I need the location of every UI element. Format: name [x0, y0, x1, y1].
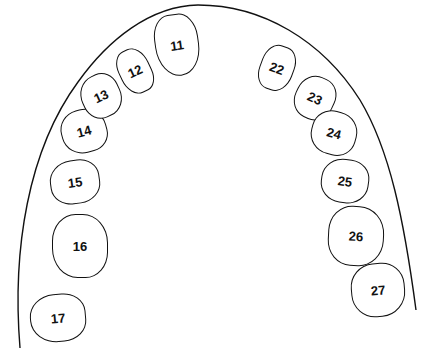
tooth-number: 22	[268, 59, 286, 76]
tooth-outline: 26	[326, 205, 385, 268]
tooth-outline: 22	[253, 41, 301, 96]
tooth-number: 27	[370, 283, 386, 297]
tooth-outline: 15	[47, 157, 103, 208]
tooth-number: 12	[126, 62, 145, 80]
tooth-number: 11	[169, 38, 184, 53]
tooth-outline: 17	[28, 292, 88, 345]
tooth-outline: 25	[318, 156, 372, 206]
tooth-number: 26	[348, 229, 363, 243]
tooth-number: 24	[325, 125, 342, 141]
tooth-outline: 16	[52, 214, 108, 278]
tooth-outline: 11	[151, 11, 203, 79]
tooth-number: 17	[50, 311, 66, 325]
tooth-number: 15	[67, 175, 83, 190]
tooth-number: 13	[92, 87, 111, 105]
arch-line	[18, 5, 416, 348]
tooth-outline: 27	[349, 261, 408, 320]
tooth-number: 16	[73, 240, 87, 253]
tooth-number: 14	[75, 123, 92, 139]
tooth-number: 25	[337, 174, 353, 189]
tooth-number: 23	[306, 89, 325, 107]
